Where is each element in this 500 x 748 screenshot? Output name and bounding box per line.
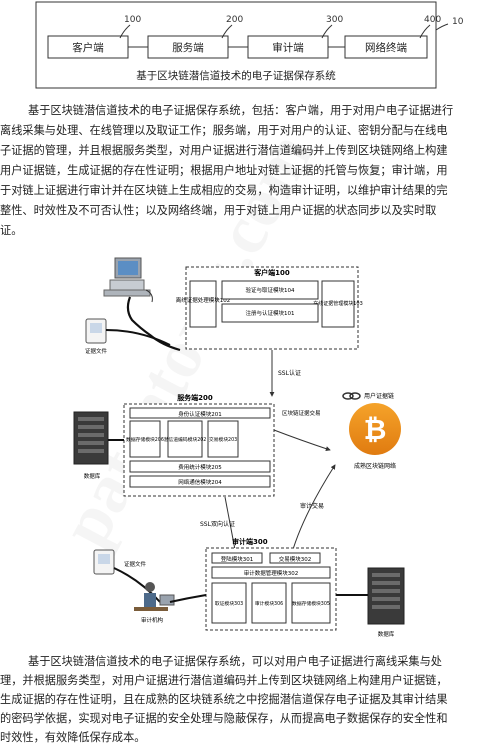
paragraph-1-line: 子证据的管理，并且根据服务类型，对用户证据进行潜信道编码并上传到区块链网络上构建 <box>0 144 448 157</box>
paragraph-1-line: 于对链上证据进行审计并在区块链上生成相应的交易，构造审计证明，以维护审计结果的完 <box>0 184 448 197</box>
evidence-file-label: 证据文件 <box>85 347 108 355</box>
audit-org-label: 审计机构 <box>141 616 164 624</box>
audit-tx-label: 审计交易 <box>300 502 324 510</box>
computer-icon <box>103 257 153 303</box>
server-trade-module: 交易模块203 <box>209 436 237 443</box>
paragraph-2-line: 理，并根据服务类型，对用户证据进行潜信道编码并上传到区块链网络上构建用户证据链， <box>0 674 448 687</box>
evidence-file-icon <box>93 549 115 575</box>
figure-caption: 基于区块链潜信道技术的电子证据保存系统 <box>136 69 336 82</box>
user-chain-label: 用户证据链 <box>364 392 394 400</box>
paragraph-1-line: 整性、时效性及不可否认性；以及网络终端，用于对链上用户证据的状态同步以及实时取 <box>0 204 437 217</box>
audit-store-module: 数据存储模块305 <box>292 600 330 607</box>
database-2-icon <box>367 567 405 625</box>
server-storage-module: 数据存储模块206 <box>126 436 164 443</box>
ssl-mutual-label: SSL双向认证 <box>200 520 235 528</box>
client-title: 客户端100 <box>253 268 290 277</box>
server-cost-module: 费用统计模块205 <box>178 463 222 471</box>
ref-100: 100 <box>124 15 141 25</box>
client-verify-module: 验证与取证模块104 <box>246 286 295 294</box>
database-label: 数据库 <box>84 472 101 480</box>
evidence-file-2-label: 证据文件 <box>124 560 147 568</box>
client-offline-module: 离线证据处理模块102 <box>176 296 231 304</box>
ref-10: 10 <box>452 17 464 27</box>
paragraph-2-line: 基于区块链潜信道技术的电子证据保存系统，可以对用户电子证据进行离线采集与处 <box>28 655 442 668</box>
ref-200: 200 <box>226 15 243 25</box>
audit-title: 审计端300 <box>232 537 268 546</box>
box-network-label: 网络终端 <box>365 41 407 54</box>
paragraph-1-line: 基于区块链潜信道技术的电子证据保存系统，包括：客户端，用于对用户电子证据进行 <box>28 104 454 117</box>
audit-trade-module: 交易模块302 <box>279 555 312 563</box>
chain-tx-label: 区块链证据交易 <box>282 409 321 417</box>
paragraph-1-line: 用户证据链，生成证据的存在性证明；根据用户地址对链上证据的托管与恢复；审计端，用 <box>0 164 448 177</box>
audit-login-module: 登陆模块301 <box>221 555 254 563</box>
evidence-file-icon <box>85 318 107 344</box>
server-net-module: 网络通信模块204 <box>178 478 222 486</box>
audit-manage-module: 审计数据管理模块302 <box>244 569 299 577</box>
chain-link-icon <box>342 392 361 400</box>
server-title: 服务端200 <box>177 393 213 402</box>
paragraph-2-line: 的密码学依据，实现对电子证据的安全处理与隐蔽保存，从而提高电子数据保存的安全性和 <box>0 712 448 725</box>
audit-org-icon <box>134 582 175 611</box>
bitcoin-icon: ₿ <box>349 403 401 455</box>
audit-audit-module: 审计模块306 <box>255 600 283 607</box>
paragraph-1-line: 证。 <box>0 224 23 237</box>
server-covert-module: 潜信道编码模块202 <box>164 436 207 443</box>
server-identity-module: 身份认证模块201 <box>178 410 222 418</box>
paragraph-2-line: 生成证据的存在性证明，且在成熟的区块链系统之中挖掘潜信道保存电子证据及其审计结果 <box>0 693 448 706</box>
database-icon <box>73 411 109 465</box>
paragraph-2-line: 时效性，有效降低保存成本。 <box>0 731 146 744</box>
paragraph-1-line: 离线采集与处理、在线管理以及取证工作；服务端，用于对用户的认证、密钥分配与在线电 <box>0 124 448 137</box>
box-client-label: 客户端 <box>72 41 104 54</box>
client-online-module: 在线证据管理模块103 <box>313 300 363 307</box>
architecture-diagram: 客户端100 离线证据处理模块102 验证与取证模块104 在线证据管理模块10… <box>73 257 405 638</box>
bitcoin-symbol: ₿ <box>364 413 387 446</box>
audit-forensic-module: 取证模块303 <box>215 600 243 607</box>
ssl-auth-label: SSL认证 <box>278 369 301 377</box>
box-server-label: 服务端 <box>172 41 204 54</box>
btc-network-label: 成熟区块链网络 <box>354 462 396 470</box>
box-audit-label: 审计端 <box>272 41 304 54</box>
ref-400: 400 <box>424 15 441 25</box>
client-register-module: 注册与认证模块101 <box>246 309 295 317</box>
ref-300: 300 <box>326 15 343 25</box>
database-2-label: 数据库 <box>378 630 395 638</box>
system-overview-figure: 100 200 300 400 10 客户端 服务端 审计端 网络终端 基于区块… <box>35 1 464 89</box>
